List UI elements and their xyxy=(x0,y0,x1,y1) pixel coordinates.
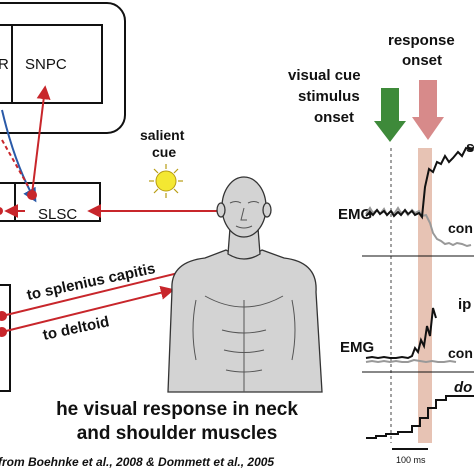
emg-label-1: EMG xyxy=(338,206,372,223)
scale-bar-label: 100 ms xyxy=(396,455,426,465)
emg-trace-2-gray xyxy=(365,358,457,364)
emg-label-2: EMG xyxy=(340,339,374,356)
trace2-ip-label: ip xyxy=(458,296,471,313)
label-to-deltoid: to deltoid xyxy=(41,313,111,344)
trace1-con-label: con xyxy=(448,220,473,236)
visual-cue-line1: visual cue xyxy=(288,67,361,84)
red-node-slsc-top xyxy=(27,190,37,200)
visual-cue-line3: onset xyxy=(314,109,354,126)
response-onset-line1: response xyxy=(388,32,455,49)
emg-trace-2-black xyxy=(365,307,437,360)
salient-cue-line1: salient xyxy=(140,127,185,143)
emg-trace-1-black xyxy=(365,145,474,220)
label-to-splenius: to splenius capitis xyxy=(25,260,157,304)
trace1-cut-label: s xyxy=(466,139,474,156)
response-onset-line2: onset xyxy=(402,52,442,69)
left-cut-box-mid xyxy=(0,182,16,222)
snpc-label: SNPC xyxy=(25,56,67,73)
left-cut-box-bottom xyxy=(0,284,11,392)
trace3-do-label: do xyxy=(454,379,472,396)
trace2-con-label: con xyxy=(448,345,473,361)
red-path-slsc-to-snpc xyxy=(31,85,51,195)
visual-cue-line2: stimulus xyxy=(298,88,360,105)
red-path-to-deltoid xyxy=(1,285,175,333)
outer-container xyxy=(0,2,126,134)
response-onset-arrow-icon xyxy=(412,80,444,140)
emg-trace-1-gray xyxy=(365,206,472,248)
red-node-deltoid xyxy=(0,327,7,337)
slsc-box xyxy=(14,182,101,222)
blue-projection-path xyxy=(1,109,37,203)
human-torso-icon xyxy=(167,176,323,393)
figure-caption: he visual response in neck and shoulder … xyxy=(0,398,474,446)
red-node-splenius xyxy=(0,311,7,321)
caption-line1: he visual response in neck xyxy=(56,399,298,420)
slsc-label: SLSC xyxy=(38,206,77,223)
salient-cue-line2: cue xyxy=(152,144,176,160)
staircase-trace xyxy=(366,395,474,439)
caption-line2: and shoulder muscles xyxy=(76,423,278,444)
cut-left-box-label: R xyxy=(0,56,9,73)
sun-icon xyxy=(149,164,183,198)
torso-detail-lines xyxy=(192,201,296,392)
snpc-box xyxy=(11,24,103,104)
red-dashed-path xyxy=(1,139,29,187)
visual-cue-arrow-icon xyxy=(374,88,406,142)
caption-credit: from Boehnke et al., 2008 & Dommett et a… xyxy=(0,455,275,469)
red-node-left xyxy=(0,207,3,215)
